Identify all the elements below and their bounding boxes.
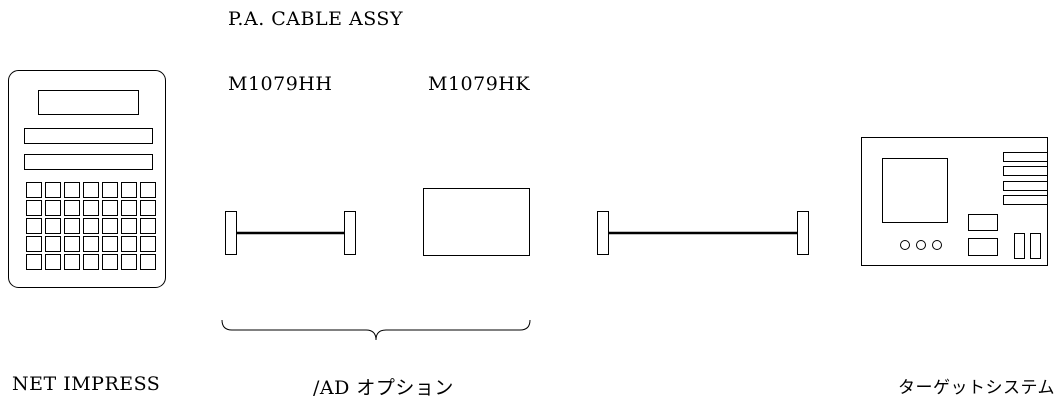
ad-option-label: /AD オプション <box>313 377 454 399</box>
net-impress-label: NET IMPRESS <box>12 373 161 395</box>
cable-m1079hh-icon <box>225 211 356 255</box>
keypad <box>26 182 156 270</box>
cable-assy-title: P.A. CABLE ASSY <box>228 8 403 30</box>
part-m1079hk-label: M1079HK <box>428 73 531 95</box>
target-system-label: ターゲットシステム <box>898 378 1055 398</box>
part-m1079hh-label: M1079HH <box>228 73 333 95</box>
module-m1079hk-icon <box>423 188 530 256</box>
option-brace-icon <box>221 319 531 341</box>
target-board-icon <box>861 137 1048 266</box>
cable-target-icon <box>597 211 809 255</box>
net-impress-device-icon <box>8 70 166 288</box>
